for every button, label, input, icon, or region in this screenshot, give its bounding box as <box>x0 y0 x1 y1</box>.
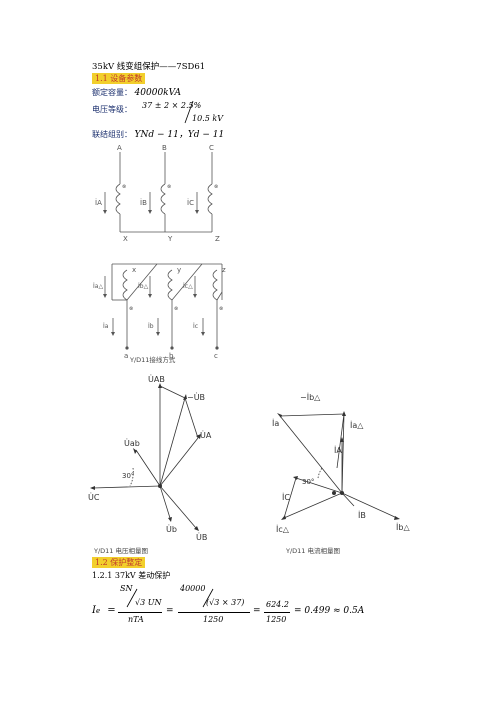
svg-text:⊗: ⊗ <box>129 306 133 312</box>
label-IC: İC <box>282 492 290 502</box>
lv-delta-current-a: İa△ <box>93 283 103 290</box>
lv-term-z: z <box>222 266 226 274</box>
formula-slash-1 <box>126 588 138 608</box>
capacity-line: 额定容量： 40000kVA <box>92 87 181 98</box>
label-Ia-delta: İa△ <box>350 420 364 430</box>
label-30deg-v: 30° <box>122 472 134 480</box>
label-Uab: U̇ab <box>124 438 140 448</box>
hv-neutral-X: X <box>123 235 128 243</box>
label-Ub: U̇b <box>166 524 177 534</box>
lv-term-x: x <box>132 266 136 274</box>
svg-text:⊗: ⊗ <box>214 184 218 190</box>
formula-1250-b: 1250 <box>266 615 287 624</box>
svg-text:⊗: ⊗ <box>122 184 126 190</box>
group-line: 联结组别： YNd − 11，Yd − 11 <box>92 127 224 140</box>
formula-slash-2 <box>202 588 214 608</box>
formula-nTA: nTA <box>128 615 144 624</box>
hv-phase-A: A <box>117 144 122 152</box>
wiring-diagram: ⊗ ⊗ ⊗ ⊗ ⊗ ⊗ A B C X Y Z İA İB İC x y z İa△ İ… <box>93 144 226 360</box>
voltage-value-bottom: 10.5 kV <box>192 114 223 123</box>
hv-phase-B: B <box>162 144 167 152</box>
formula-624: 624.2 <box>266 600 289 609</box>
formula-40000: 40000 <box>180 584 206 593</box>
capacity-value: 40000kVA <box>134 88 182 98</box>
label-Ia: İa <box>272 418 279 428</box>
group-label: 联结组别： <box>92 130 132 139</box>
label-IA: İA <box>334 445 342 455</box>
current-phasor-caption: Y/D11 电流相量图 <box>286 547 341 555</box>
label-neg-UB: −U̇B <box>187 392 205 402</box>
formula-sqrt3x37: (√3 × 37) <box>206 598 245 607</box>
voltage-line: 电压等级： <box>92 104 132 115</box>
formula-SN: SN <box>120 584 133 593</box>
formula-Ie-sub: e <box>95 607 101 615</box>
label-Ic-delta: İc△ <box>276 524 290 534</box>
lv-phase-a: a <box>124 352 128 360</box>
voltage-value-top: 37 ± 2 × 2.5% <box>142 101 202 110</box>
label-UC: U̇C <box>88 492 100 502</box>
lv-delta-current-c: İc△ <box>183 283 193 290</box>
current-phasor-diagram: −İb△ İa İa△ İA 30° İC İB İc△ İb△ <box>272 392 410 534</box>
voltage-phasor-diagram: U̇AB −U̇B U̇A U̇ab U̇C U̇b U̇B 30° <box>88 374 212 542</box>
formula-sqrt3UN: √3 UN <box>135 598 162 607</box>
label-IB: İB <box>358 510 366 520</box>
formula-bar-2 <box>178 612 250 613</box>
capacity-label: 额定容量： <box>92 88 132 97</box>
lv-out-current-c: İc <box>193 323 198 330</box>
label-30deg-i: 30° <box>302 478 314 486</box>
doc-title: 35kV 线变组保护——7SD61 <box>92 62 206 72</box>
svg-text:⊗: ⊗ <box>167 184 171 190</box>
formula-Ie-symbol: I <box>92 605 96 616</box>
lv-out-current-b: İb <box>148 323 154 330</box>
formula-eq-1: = <box>166 606 174 616</box>
formula-bar-3 <box>264 612 290 613</box>
lv-out-current-a: İa <box>103 323 109 330</box>
wiring-caption: Y/D11接线方式 <box>130 356 176 364</box>
voltage-slash <box>184 100 194 124</box>
section-heading-settings: 1.2 保护整定 <box>92 557 146 568</box>
hv-current-C: İC <box>187 198 194 207</box>
section-heading-params: 1.1 设备参数 <box>92 73 146 84</box>
lv-term-y: y <box>177 266 181 274</box>
hv-neutral-Z: Z <box>215 235 220 243</box>
lv-phase-c: c <box>214 352 218 360</box>
label-UA: U̇A <box>200 430 212 440</box>
hv-phase-C: C <box>209 144 214 152</box>
label-Ib-delta: İb△ <box>396 522 410 532</box>
label-UB: U̇B <box>196 532 207 542</box>
formula-result: = 0.499 ≈ 0.5A <box>294 606 365 616</box>
svg-text:⊗: ⊗ <box>219 306 223 312</box>
hv-current-A: İA <box>95 198 102 207</box>
group-value: YNd − 11，Yd − 11 <box>134 130 225 140</box>
formula-eq-2: = <box>253 606 261 616</box>
voltage-label: 电压等级： <box>92 105 132 114</box>
hv-current-B: İB <box>140 198 147 207</box>
svg-text:⊗: ⊗ <box>174 306 178 312</box>
label-neg-Ib-delta: −İb△ <box>300 392 321 402</box>
hv-neutral-Y: Y <box>167 235 173 243</box>
label-UAB: U̇AB <box>148 374 165 384</box>
voltage-phasor-caption: Y/D11 电压相量图 <box>94 547 149 555</box>
formula-Ie: Ie = <box>92 605 116 616</box>
formula-1250-a: 1250 <box>203 615 224 624</box>
lv-phase-b: b <box>169 352 174 360</box>
formula-bar-1 <box>118 612 162 613</box>
formula-heading: 1.2.1 37kV 差动保护 <box>92 571 171 580</box>
lv-delta-current-b: İb△ <box>138 283 149 290</box>
